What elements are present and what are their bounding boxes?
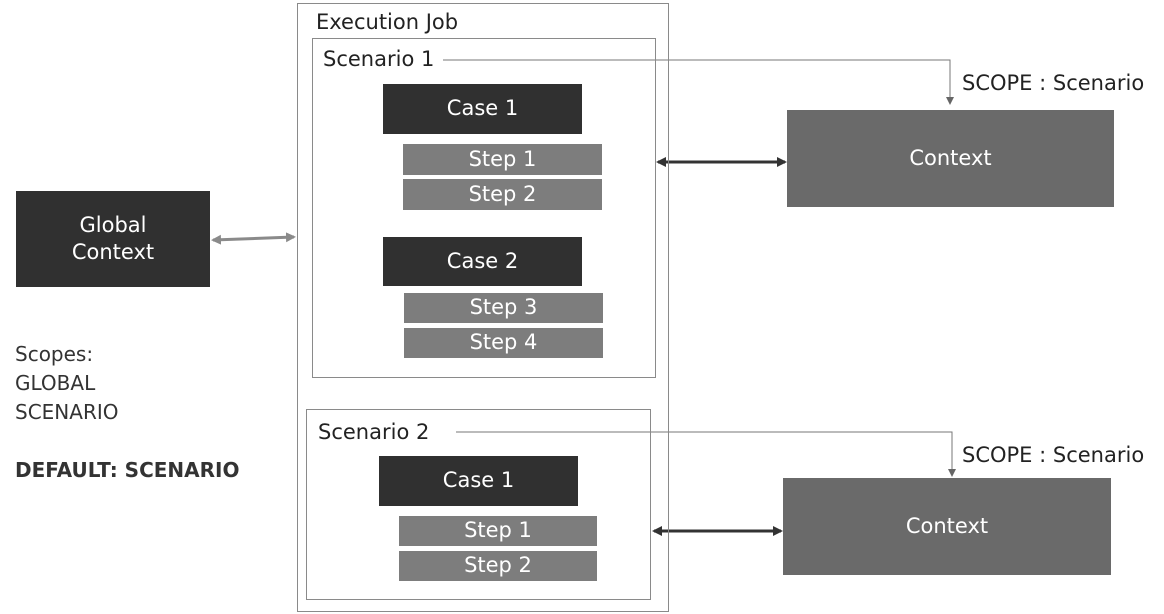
global-context-line-2: Context xyxy=(71,240,155,264)
scenario-1-scope-line xyxy=(443,59,954,105)
scenario-2-case-1-step-2: Step 2 xyxy=(399,551,597,581)
scenario-2-context-box: Context xyxy=(783,478,1111,575)
scenario-2-title: Scenario 2 xyxy=(318,420,430,444)
scenario-1-context-box: Context xyxy=(787,110,1114,207)
scenario-1-case-1-step-1: Step 1 xyxy=(403,144,602,175)
scenario-1-case-1-step-2: Step 2 xyxy=(403,179,602,210)
scopes-legend: Scopes: GLOBAL SCENARIO xyxy=(15,340,118,427)
scenario-1-case-2-step-4: Step 4 xyxy=(404,328,603,358)
scope-item-scenario: SCENARIO xyxy=(15,400,119,424)
execution-job-title: Execution Job xyxy=(316,10,459,34)
scopes-heading: Scopes: xyxy=(15,342,94,366)
scenario-1-case-1: Case 1 xyxy=(383,84,582,134)
global-context-arrow xyxy=(211,232,296,245)
default-scope-label: DEFAULT: SCENARIO xyxy=(15,458,240,482)
global-context-box: Global Context xyxy=(16,191,210,287)
scenario-2-case-1-step-1: Step 1 xyxy=(399,516,597,546)
global-context-line-1: Global xyxy=(79,212,147,237)
scenario-2-scope-label: SCOPE : Scenario xyxy=(962,443,1145,467)
scope-item-global: GLOBAL xyxy=(15,371,96,395)
scenario-1-frame xyxy=(312,38,656,378)
scenario-2-frame xyxy=(306,409,651,600)
execution-job-frame xyxy=(297,3,669,612)
scenario-2-scope-line xyxy=(456,431,956,477)
scenario-1-scope-label: SCOPE : Scenario xyxy=(962,71,1145,95)
scenario-1-title: Scenario 1 xyxy=(323,47,435,71)
scenario-2-case-1: Case 1 xyxy=(379,456,578,506)
scenario-1-case-2: Case 2 xyxy=(383,237,582,286)
scenario-1-case-2-step-3: Step 3 xyxy=(404,293,603,323)
